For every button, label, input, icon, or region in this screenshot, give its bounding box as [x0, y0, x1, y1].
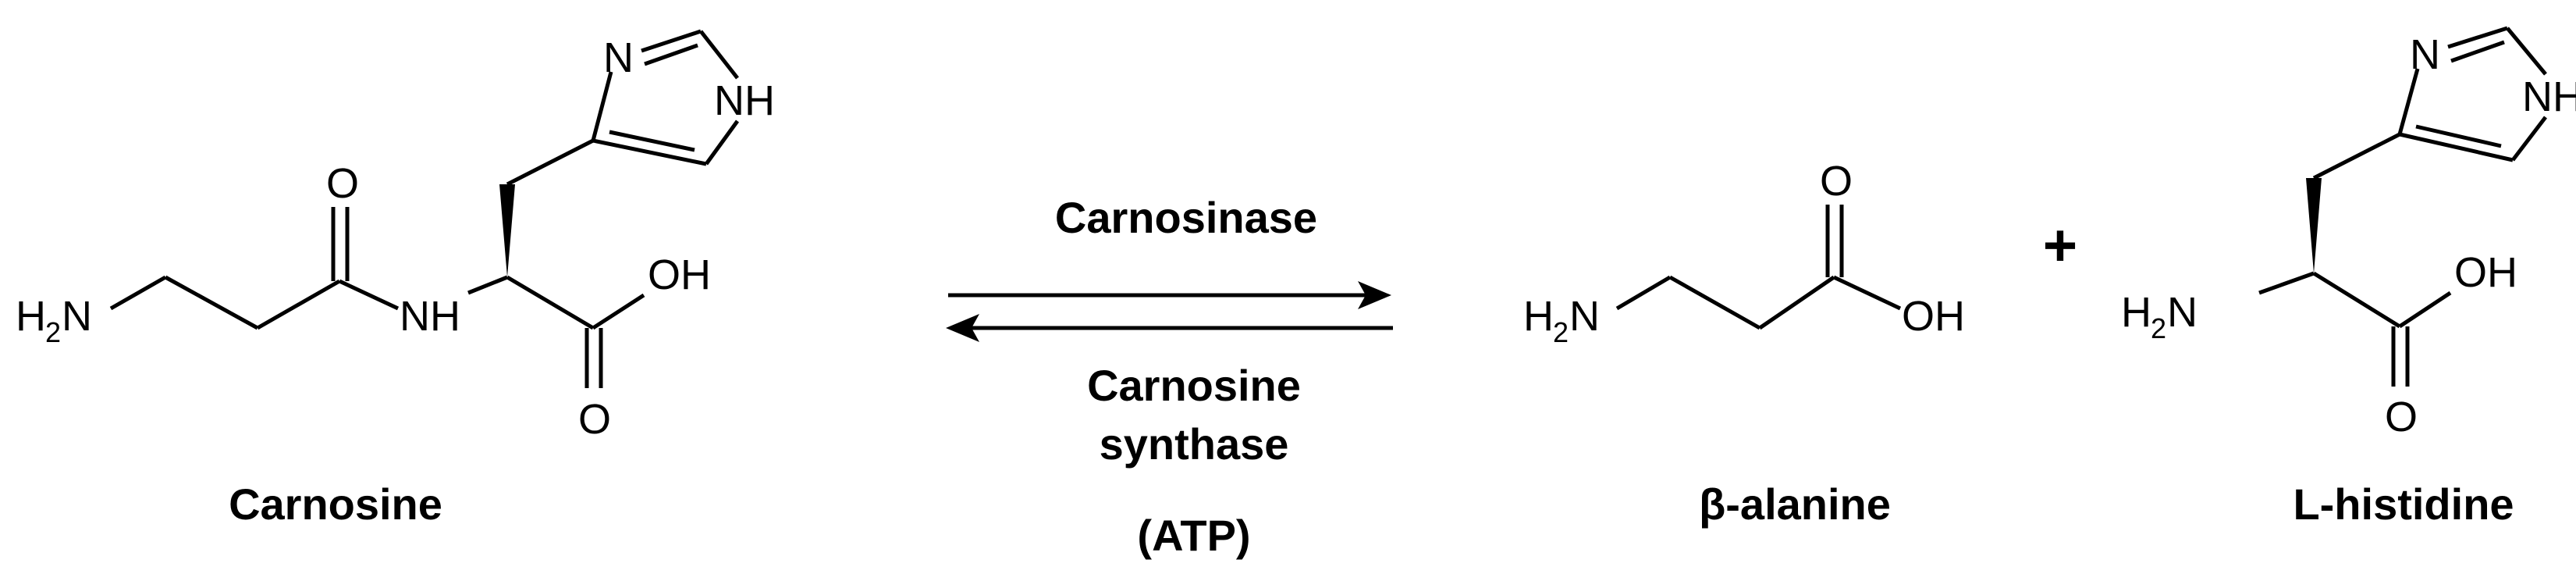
- beta-alanine-amine-h: H: [1523, 293, 1554, 340]
- carnosine-ring-n: N: [603, 34, 634, 81]
- plus-sign: +: [2043, 212, 2077, 279]
- beta-alanine-name: β-alanine: [1699, 479, 1891, 529]
- cofactor-label: (ATP): [1137, 511, 1250, 560]
- beta-alanine-carbonyl-o: O: [1820, 158, 1853, 205]
- carnosine-name: Carnosine: [229, 479, 442, 529]
- histidine-ring-n: N: [2410, 31, 2440, 78]
- beta-alanine-acid-oh: OH: [1902, 293, 1965, 340]
- histidine-acid-o: O: [2385, 394, 2418, 440]
- forward-arrowhead: [1358, 281, 1391, 309]
- equilibrium-arrows: Carnosinase Carnosine synthase (ATP): [946, 193, 1393, 560]
- beta-alanine-amine-n: N: [1569, 293, 1600, 340]
- forward-enzyme-label: Carnosinase: [1055, 193, 1317, 242]
- histidine-acid-oh: OH: [2454, 249, 2517, 296]
- histidine-amine-n: N: [2167, 289, 2198, 336]
- histidine-amine-subscript: 2: [2151, 312, 2166, 344]
- carnosine-amine-h: H: [16, 293, 46, 340]
- reverse-enzyme-label-line2: synthase: [1100, 419, 1289, 469]
- reverse-enzyme-label-line1: Carnosine: [1087, 361, 1301, 410]
- carnosine-acid-oh: OH: [648, 251, 711, 298]
- beta-alanine-structure: H 2 N O OH β-alanine: [1523, 158, 1965, 529]
- carnosine-acid-o: O: [578, 396, 611, 443]
- carnosine-amide-nh: NH: [400, 293, 460, 340]
- histidine-structure: H 2 N OH O N NH L-histidine: [2121, 26, 2576, 529]
- carnosine-carbonyl-o: O: [326, 160, 359, 207]
- carnosine-structure: H 2 N NH O OH O N NH Carnosine: [16, 29, 775, 529]
- beta-alanine-amine-subscript: 2: [1553, 316, 1569, 348]
- carnosine-ring-nh: NH: [714, 77, 775, 124]
- carnosine-amine-n: N: [62, 293, 92, 340]
- histidine-ring-nh: NH: [2522, 73, 2576, 120]
- histidine-amine-h: H: [2121, 289, 2151, 336]
- reverse-arrowhead: [946, 314, 979, 342]
- carnosine-amine-subscript: 2: [45, 316, 61, 348]
- histidine-name: L-histidine: [2293, 479, 2514, 529]
